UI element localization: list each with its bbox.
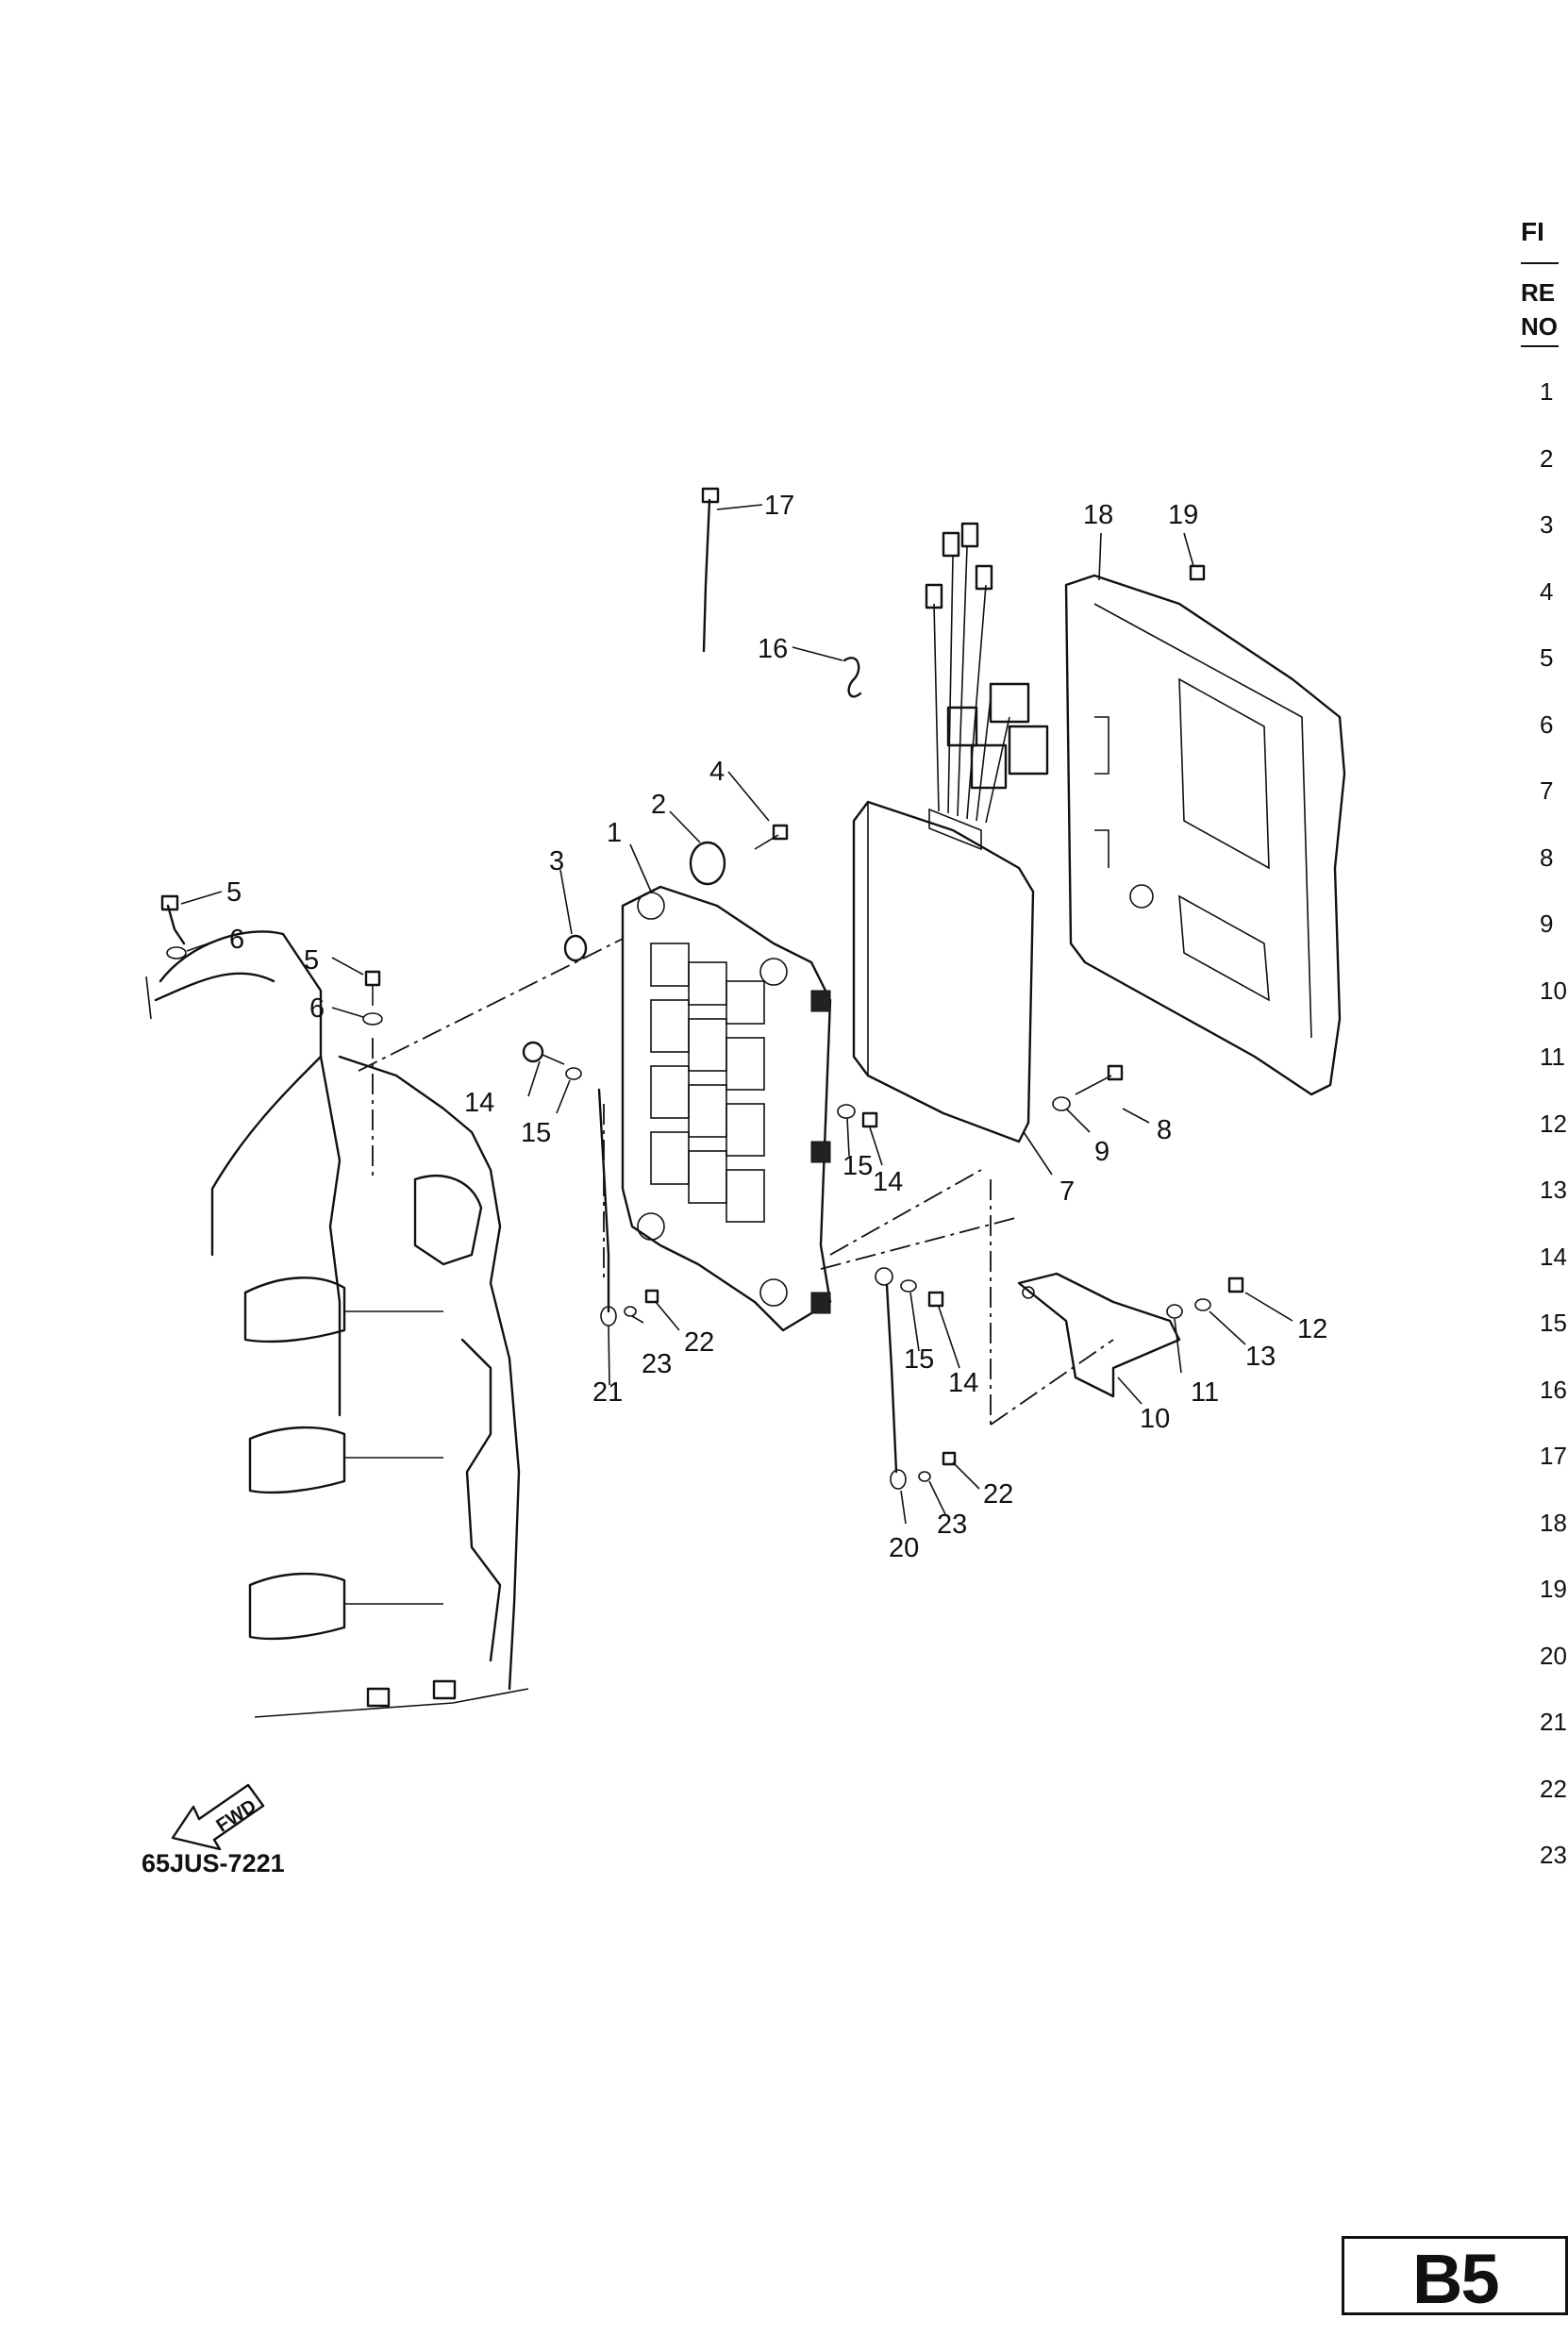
ref-number-cell: 16 (1540, 1375, 1567, 1404)
callout-label: 4 (709, 757, 725, 787)
callout-label: 23 (642, 1349, 672, 1379)
fig-header: FI (1521, 217, 1544, 246)
callout-label: 1 (607, 818, 622, 848)
ref-number-cell: 4 (1540, 576, 1554, 606)
ref-number-cell: 13 (1540, 1176, 1567, 1204)
callout-label: 14 (873, 1167, 903, 1197)
leader-lines (180, 504, 1293, 1525)
callout-label: 13 (1245, 1342, 1276, 1372)
engine-block-outline (145, 930, 529, 1718)
ref-number-cell: 5 (1540, 643, 1554, 672)
callout-label: 10 (1140, 1404, 1170, 1434)
ref-header-line2: NO (1521, 312, 1558, 341)
ref-number-cell: 11 (1540, 1043, 1565, 1071)
callout-label: 8 (1157, 1115, 1172, 1145)
callout-label: 2 (651, 790, 666, 820)
callout-label: 22 (684, 1327, 714, 1358)
callout-label: 14 (464, 1088, 494, 1118)
ref-number-cell: 18 (1540, 1508, 1567, 1537)
callout-label: 15 (904, 1344, 934, 1375)
callout-label: 3 (549, 846, 564, 876)
callout-label: 18 (1083, 500, 1113, 530)
callout-label: 12 (1297, 1314, 1327, 1344)
ref-number-cell: 20 (1540, 1641, 1567, 1670)
ref-number-cell: 15 (1540, 1309, 1567, 1337)
forward-direction-arrow-icon: FWD (165, 1764, 278, 1854)
hardware (160, 487, 1244, 1490)
ref-number-cell: 1 (1540, 377, 1554, 406)
callout-label: 15 (842, 1151, 873, 1181)
ref-number-cell: 2 (1540, 443, 1554, 473)
callout-label: 17 (764, 491, 794, 521)
page-tag-box: B5 (1342, 2236, 1568, 2318)
callout-label: 20 (889, 1533, 919, 1563)
lower-bracket (1017, 1272, 1181, 1398)
ref-number-cell: 6 (1540, 709, 1554, 739)
ref-number-cell: 10 (1540, 976, 1567, 1005)
callout-label: 11 (1191, 1377, 1219, 1408)
callout-label: 23 (937, 1510, 967, 1540)
ref-number-cell: 23 (1540, 1841, 1567, 1869)
callout-label: 19 (1168, 500, 1198, 530)
cdi-cover (1064, 574, 1346, 1096)
ref-no-header: RE NO (1521, 275, 1558, 343)
header-rule (1521, 345, 1559, 347)
ref-number-cell: 8 (1540, 843, 1554, 872)
callout-label: 14 (948, 1368, 978, 1398)
callout-label: 21 (592, 1377, 623, 1408)
ref-number-cell: 9 (1540, 909, 1554, 938)
ref-number-cell: 19 (1540, 1575, 1567, 1603)
ref-number-cell: 3 (1540, 510, 1554, 539)
callout-label: 15 (521, 1118, 551, 1148)
ref-number-cell: 21 (1540, 1708, 1567, 1736)
callout-label: 6 (229, 925, 244, 955)
ref-number-cell: 12 (1540, 1109, 1567, 1138)
ref-number-cell: 17 (1540, 1442, 1567, 1470)
header-rule (1521, 262, 1559, 264)
callout-numbers: 1 2 3 4 5 5 6 6 7 8 9 10 11 12 13 14 14 … (226, 491, 1327, 1563)
assembly-lines (358, 938, 1114, 1426)
callout-label: 22 (983, 1479, 1013, 1510)
callout-label: 5 (304, 945, 319, 976)
bracket-plate (621, 885, 832, 1332)
ref-number-cell: 22 (1540, 1774, 1567, 1803)
callout-label: 5 (226, 877, 242, 908)
ref-number-cell: 7 (1540, 776, 1554, 805)
drawing-code: 65JUS-7221 (142, 1849, 285, 1877)
cdi-unit (852, 522, 1049, 1143)
callout-label: 16 (758, 634, 788, 664)
callout-label: 6 (309, 993, 325, 1024)
page-tag-label: B5 (1412, 2240, 1500, 2318)
callout-label: 9 (1094, 1137, 1109, 1167)
ref-header-line1: RE (1521, 278, 1556, 307)
ref-number-cell: 14 (1540, 1242, 1567, 1271)
callout-label: 7 (1059, 1176, 1075, 1207)
